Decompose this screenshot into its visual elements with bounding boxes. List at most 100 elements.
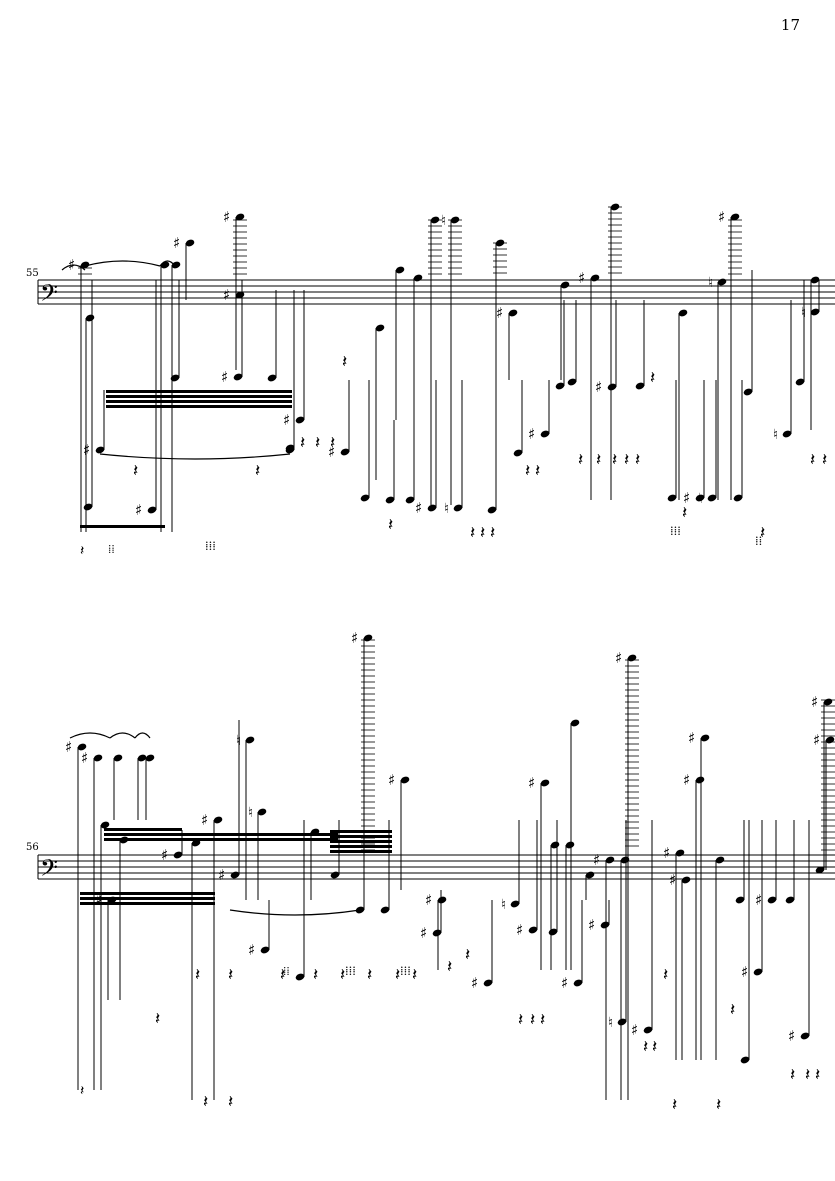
sharp-accidental: ♯ xyxy=(223,208,230,226)
beam xyxy=(106,395,292,398)
sharp-accidental: ♯ xyxy=(201,811,208,829)
beam xyxy=(330,850,392,853)
quarter-rest: 𝄽 xyxy=(578,450,583,470)
note-e xyxy=(267,374,277,382)
natural-accidental: ♮ xyxy=(801,305,806,321)
note-d-tie-end xyxy=(285,446,295,454)
natural-accidental: ♮ xyxy=(501,897,506,913)
note-lowest-2 xyxy=(147,506,157,514)
note-fs-low xyxy=(295,416,305,424)
beam xyxy=(80,892,215,895)
note-b-2 xyxy=(508,309,518,317)
tie xyxy=(99,453,291,460)
note-d-tie xyxy=(95,446,105,454)
quarter-rest: 𝄽 xyxy=(388,515,393,535)
quarter-rest: 𝄽 xyxy=(672,1095,677,1115)
bass-rest-bottom: 𝄽 xyxy=(80,543,84,559)
sharp-accidental: ♯ xyxy=(173,234,180,252)
note-e-4 xyxy=(795,378,805,386)
sharp-accidental: ♯ xyxy=(718,208,725,226)
sharp-accidental: ♯ xyxy=(683,771,690,789)
quarter-rest: 𝄽 xyxy=(650,368,655,388)
tie xyxy=(134,732,151,739)
beam xyxy=(80,525,165,528)
note-cs-low xyxy=(233,373,243,381)
sharp-accidental: ♯ xyxy=(471,974,478,992)
note-ds-56 xyxy=(213,816,223,824)
tie xyxy=(229,909,361,916)
sharp-accidental: ♯ xyxy=(328,443,335,461)
note-cs-low-56-4 xyxy=(643,1026,653,1034)
note-g-top-56 xyxy=(570,719,580,727)
note-d-4 xyxy=(782,430,792,438)
sharp-accidental: ♯ xyxy=(420,924,427,942)
quarter-rest: 𝄽 xyxy=(300,433,305,453)
sharp-accidental: ♯ xyxy=(496,304,503,322)
sharp-accidental: ♯ xyxy=(351,629,358,647)
quarter-rest: 𝄽 xyxy=(395,965,400,985)
note-e-56-c xyxy=(145,754,155,762)
note-g-low xyxy=(513,449,523,457)
quarter-rest: 𝄽 xyxy=(635,450,640,470)
note-e-high xyxy=(395,266,405,274)
quarter-rest: 𝄽 xyxy=(330,433,335,453)
quarter-rest: 𝄽 xyxy=(133,461,138,481)
note-fs xyxy=(185,239,195,247)
quarter-rest: 𝄽 xyxy=(805,1065,810,1085)
tremolo-dots-4: ⁞⁞ xyxy=(755,534,762,549)
sharp-accidental: ♯ xyxy=(683,489,690,507)
note-top-a xyxy=(430,216,440,224)
beam xyxy=(106,390,292,393)
note-c-5 xyxy=(810,276,820,284)
bass-clef: 𝄢 xyxy=(40,854,58,887)
sharp-accidental: ♯ xyxy=(788,1027,795,1045)
note-top-56-11 xyxy=(825,736,835,744)
quarter-rest: 𝄽 xyxy=(730,1000,735,1020)
note-d-3 xyxy=(567,378,577,386)
sharp-accidental: ♯ xyxy=(615,649,622,667)
note-low-56 xyxy=(295,973,305,981)
note-g-low-2 xyxy=(667,494,677,502)
quarter-rest: 𝄽 xyxy=(195,965,200,985)
note-cs-56-9 xyxy=(767,896,777,904)
natural-accidental: ♮ xyxy=(708,275,713,291)
note-low xyxy=(170,374,180,382)
sharp-accidental: ♯ xyxy=(223,286,230,304)
sharp-accidental: ♯ xyxy=(283,411,290,429)
quarter-rest: 𝄽 xyxy=(822,450,827,470)
note-cs-56-6 xyxy=(681,876,691,884)
note-c-56-3 xyxy=(257,808,267,816)
note-cs-3 xyxy=(590,274,600,282)
note-cs-56 xyxy=(77,743,87,751)
sharp-accidental: ♯ xyxy=(135,501,142,519)
note-cs-bottom xyxy=(427,504,437,512)
note-d-low-56 xyxy=(483,979,493,987)
tremolo-dots-56-2: ⁞⁞⁞ xyxy=(345,964,356,979)
sharp-accidental: ♯ xyxy=(631,1021,638,1039)
quarter-rest: 𝄽 xyxy=(716,1095,721,1115)
note-a-56 xyxy=(173,851,183,859)
quarter-rest: 𝄽 xyxy=(815,1065,820,1085)
note-cs-mid-56 xyxy=(400,776,410,784)
note-c xyxy=(160,261,170,269)
quarter-rest: 𝄽 xyxy=(535,461,540,481)
beam xyxy=(330,830,392,833)
page-number: 17 xyxy=(780,16,800,34)
measure-number-55: 55 xyxy=(26,268,39,279)
sharp-accidental: ♯ xyxy=(516,921,523,939)
tremolo-dots-56: ⁞⁞ xyxy=(283,964,290,978)
quarter-rest: 𝄽 xyxy=(810,450,815,470)
quarter-rest: 𝄽 xyxy=(465,945,470,965)
sharp-accidental: ♯ xyxy=(528,425,535,443)
note-fs-56-2 xyxy=(230,871,240,879)
beam xyxy=(104,838,338,841)
quarter-rest: 𝄽 xyxy=(530,1010,535,1030)
sharp-accidental: ♯ xyxy=(755,891,762,909)
quarter-rest: 𝄽 xyxy=(518,1010,523,1030)
quarter-rest: 𝄽 xyxy=(663,965,668,985)
note-f-56-b xyxy=(565,841,575,849)
note-c2 xyxy=(171,261,181,269)
note-f-56 xyxy=(550,841,560,849)
note-d-56-9 xyxy=(785,896,795,904)
note-top-56-10 xyxy=(823,698,833,706)
